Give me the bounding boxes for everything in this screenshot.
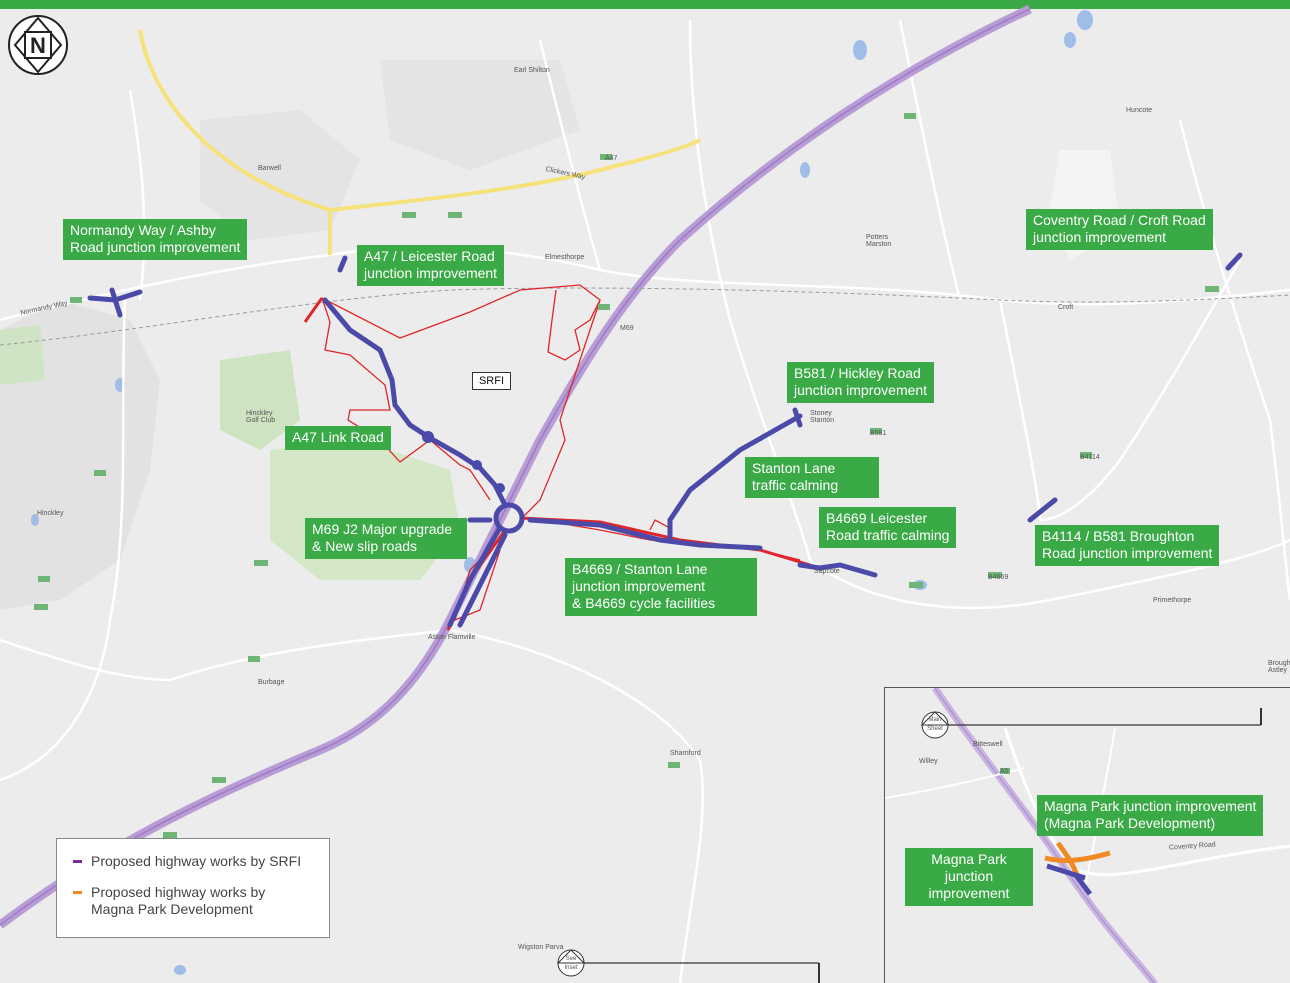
a-roads: [138, 29, 701, 255]
place-label: Sharnford: [670, 750, 701, 757]
road-label: B4669: [988, 574, 1009, 581]
m69-j2-upgrade-label: M69 J2 Major upgrade& New slip roads: [305, 518, 467, 559]
place-label: Wigston Parva: [518, 944, 564, 951]
legend-swatch-purple: [73, 860, 82, 863]
a47-link-road-label: A47 Link Road: [285, 426, 391, 450]
place-label: Hinckley: [37, 510, 64, 517]
legend-item-magna-park: Proposed highway works by Magna Park Dev…: [73, 884, 329, 918]
place-label: Croft: [1058, 304, 1074, 311]
place-label: Elmesthorpe: [545, 254, 585, 261]
inset-place-label: Willey: [919, 758, 938, 765]
place-label: Aston Flamville: [428, 634, 476, 641]
see-inset-marker: [556, 949, 820, 983]
place-label: Primethorpe: [1153, 597, 1192, 604]
magna-park-development-junction-label: Magna Park junction improvement(Magna Pa…: [1037, 795, 1264, 836]
place-label: Stoney Stanton: [810, 410, 835, 424]
place-label: Huncote: [1126, 107, 1153, 114]
place-label: Broughton Astley: [1268, 660, 1290, 674]
green-west: [0, 325, 45, 385]
place-label: Barwell: [258, 165, 281, 172]
srfi-site-label: SRFI: [472, 372, 511, 390]
blue-highway-works: [87, 252, 1243, 628]
magna-park-inset-map[interactable]: Main Sheet Bitteswell Willey A5 Coventry…: [884, 687, 1290, 983]
legend-label: Proposed highway works by SRFI: [91, 853, 302, 869]
link-road-roundabout-1: [422, 431, 434, 443]
place-label: Sapcote: [814, 568, 840, 575]
inset-place-label: Bitteswell: [973, 741, 1003, 748]
legend-item-srfi: Proposed highway works by SRFI: [73, 853, 329, 870]
water-bodies: [31, 10, 1093, 975]
place-label: Hinckley Golf Club: [246, 410, 276, 424]
golf-club-green: [220, 350, 300, 450]
legend-label: Proposed highway works by Magna Park Dev…: [91, 884, 266, 917]
link-road-roundabout-3: [495, 483, 505, 493]
minor-roads: [0, 19, 1290, 983]
road-label: M69: [620, 325, 634, 332]
legend-swatch-orange: [73, 891, 82, 894]
m69-j2-roundabout: [493, 502, 525, 534]
north-arrow-icon: N: [8, 15, 68, 75]
earl-shilton-urban-area: [380, 60, 580, 170]
place-label: Earl Shilton: [514, 67, 550, 74]
place-label: Potters Marston: [866, 234, 892, 248]
link-road-roundabout-2: [472, 460, 482, 470]
road-label: A47: [605, 155, 618, 162]
place-label: Burbage: [258, 679, 285, 686]
map-legend: Proposed highway works by SRFI Proposed …: [56, 838, 330, 938]
road-number-chips: [34, 113, 1219, 838]
top-bar: [0, 0, 1290, 9]
road-label: B4114: [1080, 454, 1100, 461]
railway-line: [0, 287, 1290, 346]
main-sheet-marker: Main Sheet: [927, 717, 943, 732]
see-inset-label: See Inset: [564, 956, 578, 971]
inset-road-chip: A5: [1000, 768, 1009, 775]
road-label: B581: [870, 430, 887, 437]
svg-text:N: N: [30, 33, 46, 58]
